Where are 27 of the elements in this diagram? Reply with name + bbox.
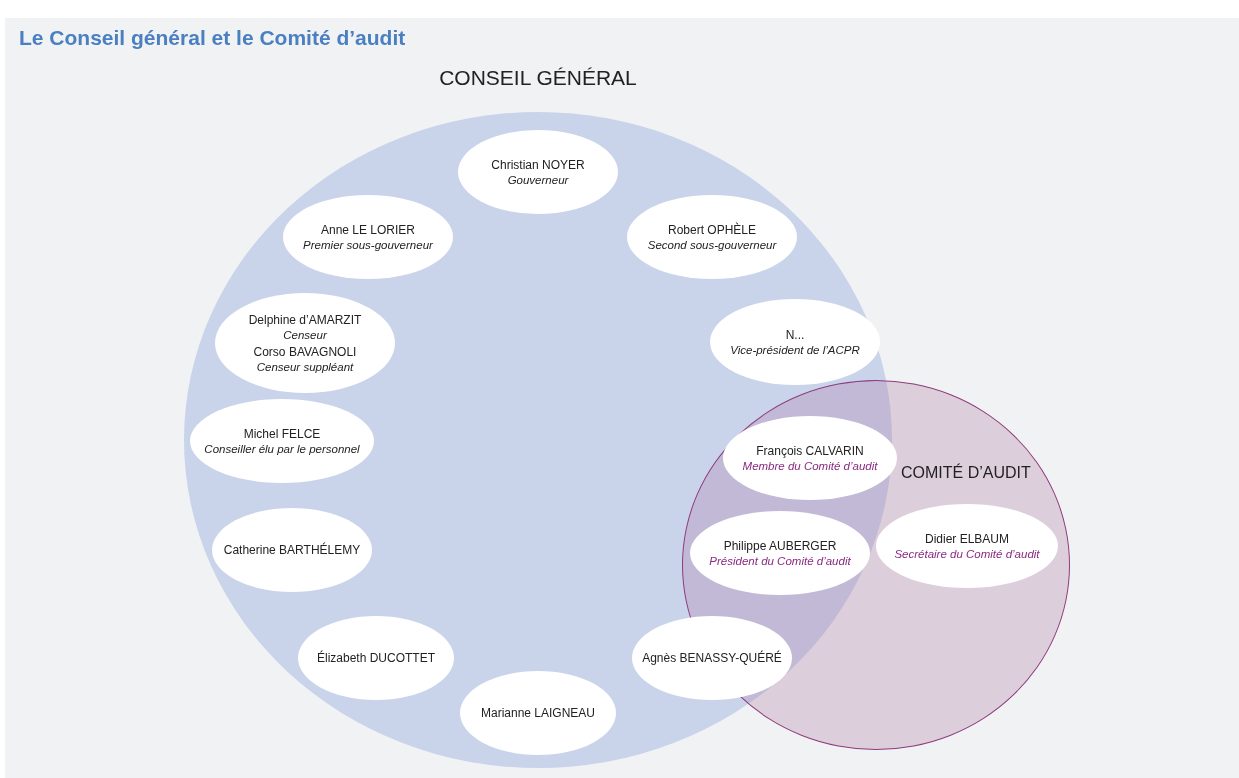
member-role: Second sous-gouverneur [647, 237, 777, 252]
member-name: Marianne LAIGNEAU [480, 705, 595, 721]
title: Le Conseil général et le Comité d’audit [19, 25, 406, 51]
member-role: Président du Comité d’audit [709, 553, 851, 568]
member-name: François CALVARIN [756, 443, 864, 459]
member-role: Premier sous-gouverneur [303, 237, 433, 252]
group-heading: CONSEIL GÉNÉRAL [439, 65, 637, 91]
member-name: Philippe AUBERGER [723, 538, 837, 554]
member-role: Conseiller élu par le personnel [204, 441, 360, 456]
member-role: Secrétaire du Comité d’audit [894, 546, 1040, 561]
member-role: Censeur [283, 327, 327, 342]
group-heading: COMITÉ D’AUDIT [901, 462, 1031, 483]
member-name: Delphine d’AMARZIT [248, 312, 362, 328]
member-name: Agnès BENASSY-QUÉRÉ [642, 650, 782, 666]
member-role: Membre du Comité d’audit [742, 458, 878, 473]
member-name: Robert OPHÈLE [667, 222, 756, 238]
member-name: Catherine BARTHÉLEMY [223, 542, 361, 558]
member-name: Michel FELCE [243, 426, 321, 442]
member-role: Vice-président de l’ACPR [730, 342, 860, 357]
member-name: N... [785, 327, 805, 343]
member-name: Élizabeth DUCOTTET [317, 650, 435, 666]
member-name: Corso BAVAGNOLI [253, 344, 357, 360]
member-name: Didier ELBAUM [925, 531, 1009, 547]
member-role: Gouverneur [507, 172, 569, 187]
member-name: Anne LE LORIER [320, 222, 416, 238]
member-name: Christian NOYER [491, 157, 585, 173]
member-role: Censeur suppléant [256, 359, 354, 374]
